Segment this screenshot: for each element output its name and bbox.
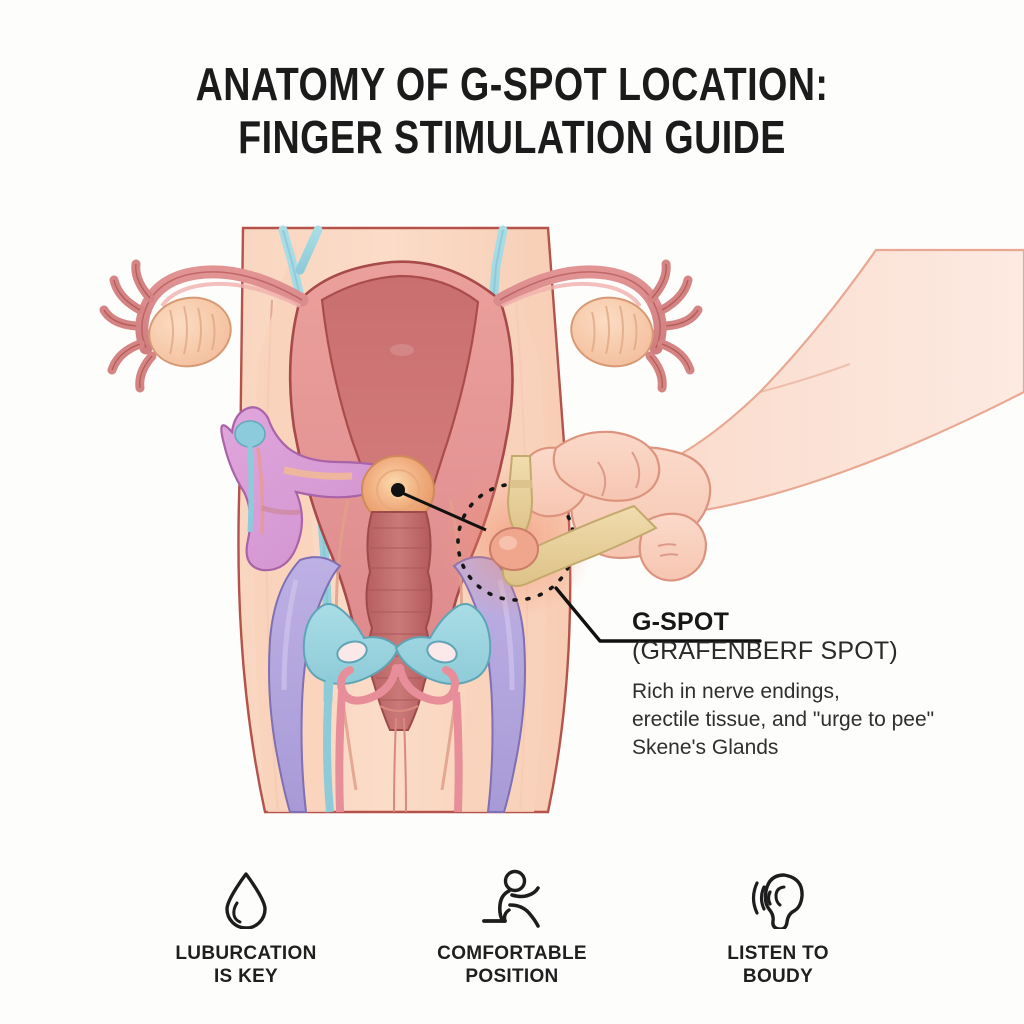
tip-comfortable-position-label: COMFORTABLE POSITION: [437, 942, 587, 988]
callout-description-line-2: erectile tissue, and "urge to pee": [632, 708, 935, 731]
inserted-finger: [489, 455, 658, 587]
callout-title: G-SPOT: [632, 608, 730, 636]
tip-comfortable-position-label-line-1: COMFORTABLE: [437, 943, 587, 964]
clitoral-structure: [220, 406, 406, 572]
tip-lubrication-label-line-1: LUBURCATION: [175, 943, 317, 964]
tip-listen-to-body-label: LISTEN TO BOUDY: [727, 942, 829, 988]
fallopian-tube-left: [99, 259, 309, 393]
title-line-1: ANATOMY OF G-SPOT LOCATION:: [195, 58, 829, 110]
water-drop-icon: [220, 868, 272, 930]
tip-comfortable-position-label-line-2: POSITION: [465, 966, 559, 987]
fallopian-tube-right: [493, 259, 703, 393]
listening-ear-icon: [744, 868, 812, 930]
callout-description-line-1: Rich in nerve endings,: [632, 680, 840, 703]
leader-lines: [391, 483, 762, 643]
tip-listen-to-body-label-line-1: LISTEN TO: [727, 943, 829, 964]
tips-row: LUBURCATION IS KEY COMFORTABLE POSITION: [0, 868, 1024, 988]
tip-listen-to-body-label-line-2: BOUDY: [742, 966, 814, 987]
page-title: ANATOMY OF G-SPOT LOCATION: FINGER STIMU…: [0, 58, 1024, 164]
seated-person-icon: [476, 868, 548, 930]
tip-listen-to-body: LISTEN TO BOUDY: [693, 868, 863, 988]
callout-description-line-3: Skene's Glands: [632, 736, 779, 759]
urethra-duct: [335, 664, 463, 813]
title-line-2: FINGER STIMULATION GUIDE: [238, 111, 786, 163]
tip-lubrication-label: LUBURCATION IS KEY: [175, 942, 316, 988]
tip-lubrication-label-line-2: IS KEY: [213, 966, 279, 987]
callout-alt-name: (GRAFENBERF SPOT): [632, 637, 898, 665]
bartholin-glands: [302, 603, 492, 813]
tip-comfortable-position: COMFORTABLE POSITION: [427, 868, 597, 988]
callout-description: Rich in nerve endings, erectile tissue, …: [632, 678, 982, 762]
g-spot-callout: G-SPOT (GRAFENBERF SPOT) Rich in nerve e…: [632, 608, 982, 762]
ovary-right: [570, 296, 654, 368]
ovary-left: [148, 296, 232, 368]
tip-lubrication: LUBURCATION IS KEY: [161, 868, 331, 988]
